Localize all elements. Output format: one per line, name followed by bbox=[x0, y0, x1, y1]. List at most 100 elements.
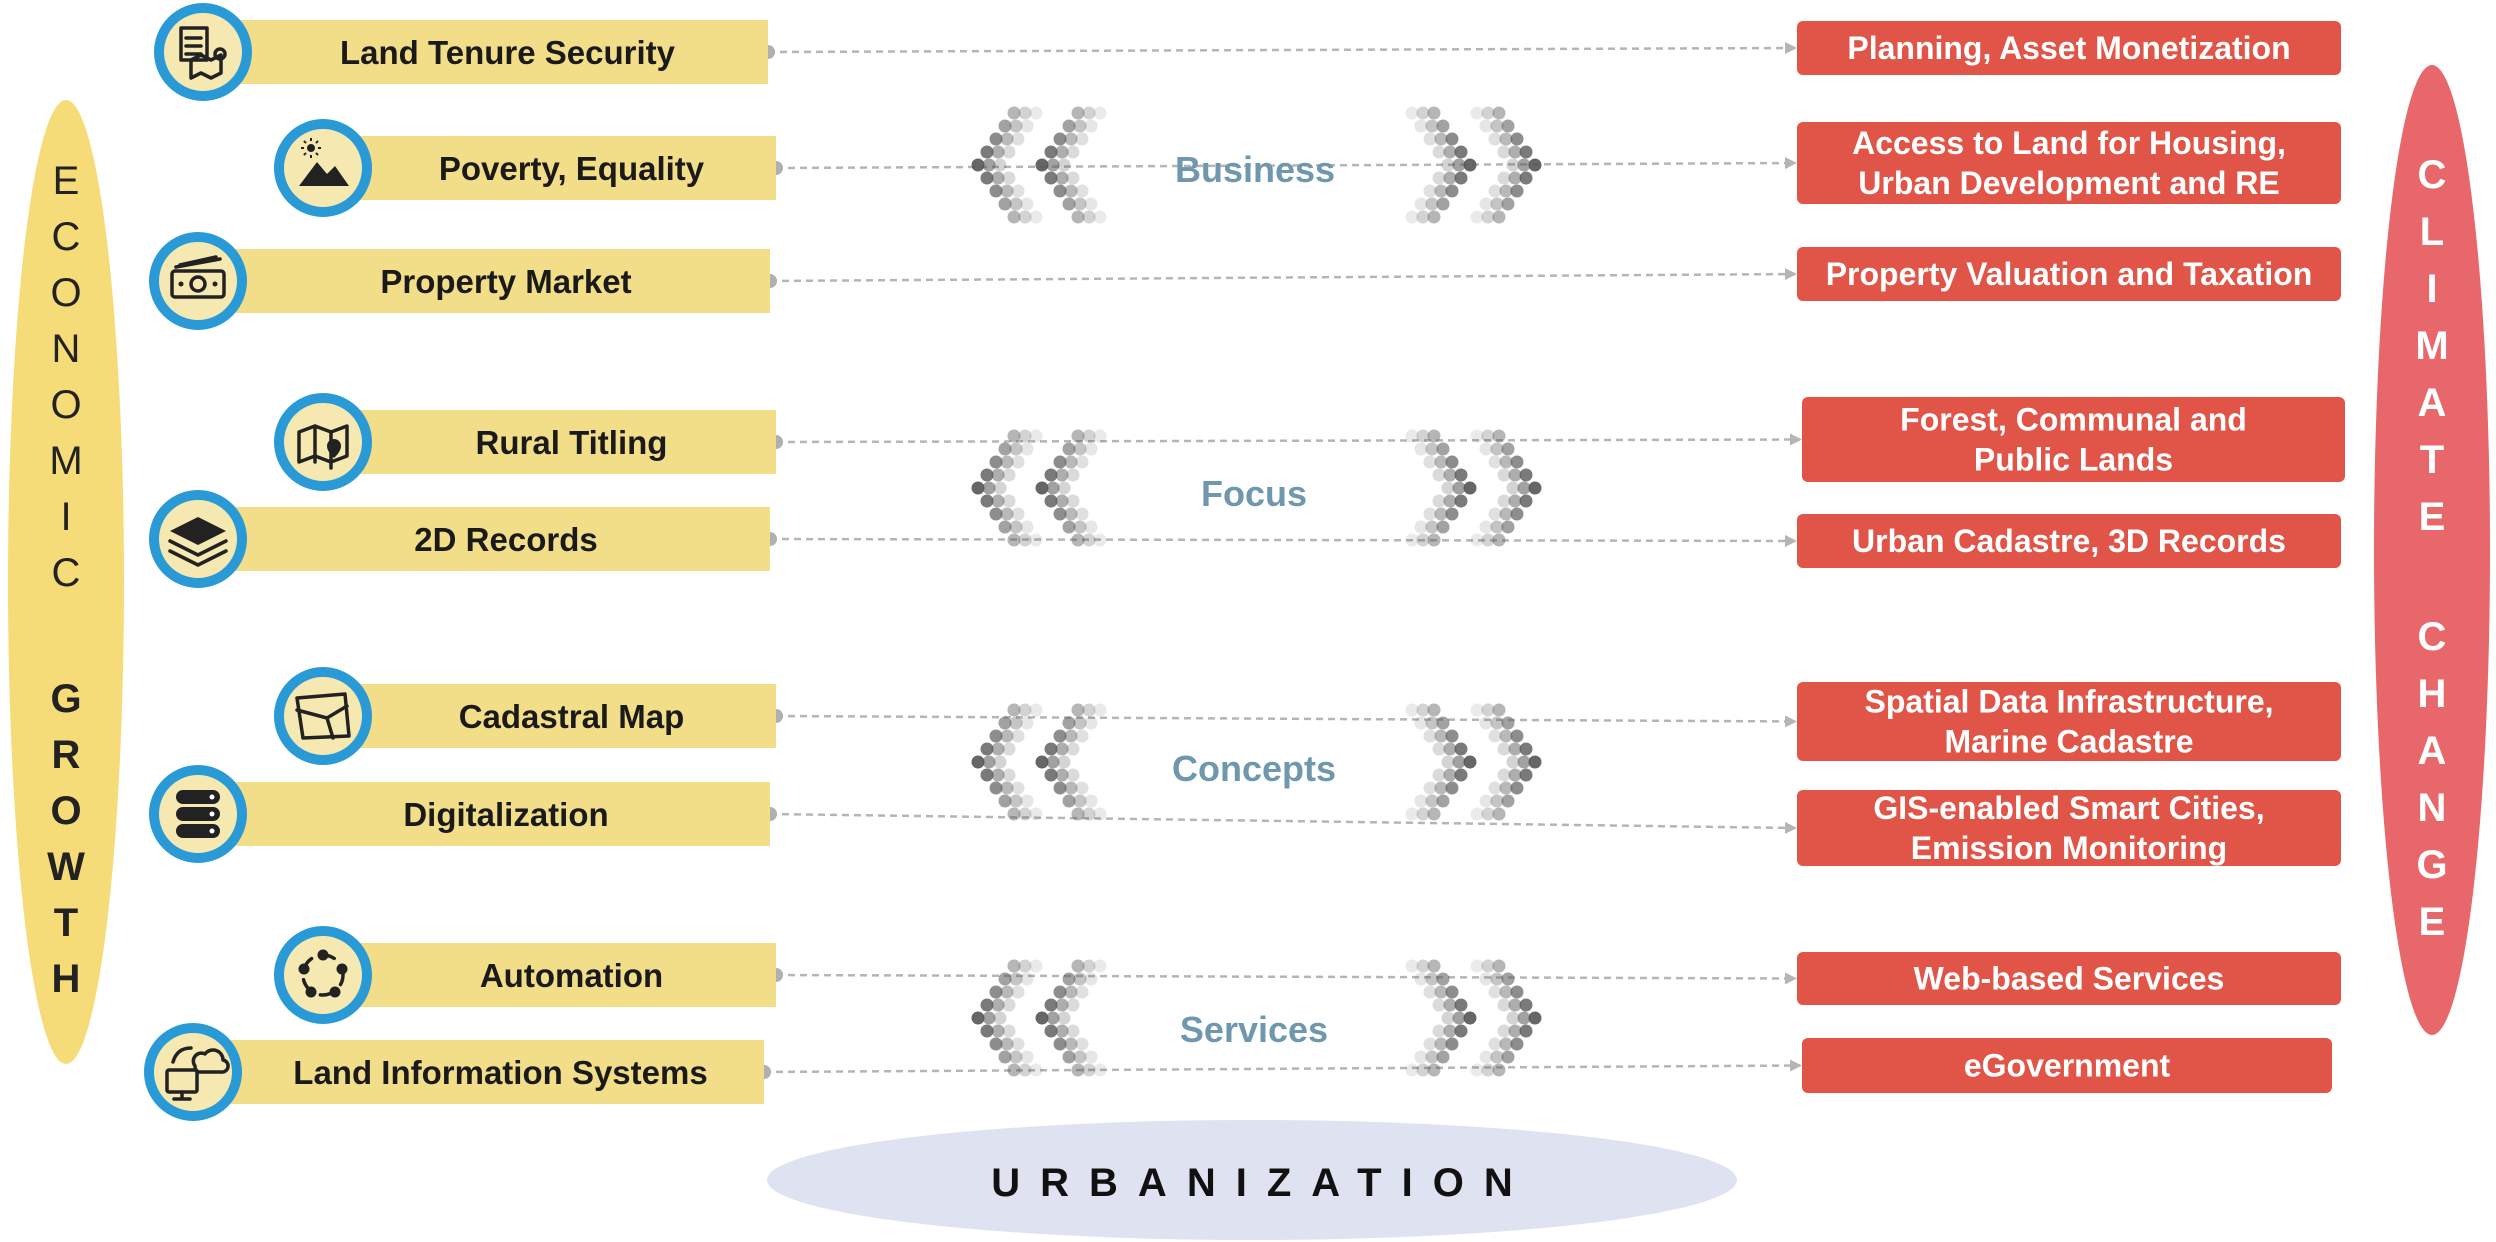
parcel-map-icon bbox=[295, 692, 351, 740]
right-item-box bbox=[1797, 682, 2341, 761]
right-item-8: Web-based Services bbox=[1797, 952, 2341, 1005]
change-letter: C bbox=[2418, 615, 2447, 659]
connector-7 bbox=[763, 807, 1797, 834]
left-item-7: Digitalization bbox=[149, 765, 770, 863]
climate-letter: C bbox=[2418, 153, 2447, 197]
map-pin-icon bbox=[297, 424, 349, 470]
right-chevron-arrows-icon bbox=[1405, 959, 1542, 1077]
left-item-bar bbox=[240, 20, 768, 84]
left-item-label: Poverty, Equality bbox=[439, 150, 705, 187]
right-item-box bbox=[1802, 397, 2345, 482]
left-chevron-arrows-icon bbox=[971, 959, 1107, 1077]
left-chevron-arrows-icon bbox=[971, 429, 1107, 547]
center-label-business: Business bbox=[1175, 149, 1335, 190]
connector-6 bbox=[769, 709, 1797, 728]
center-label-concepts: Concepts bbox=[1172, 748, 1336, 789]
left-item-label: Digitalization bbox=[403, 796, 608, 833]
left-item-bar bbox=[235, 782, 770, 846]
icon-ring bbox=[154, 3, 252, 101]
connector-9 bbox=[757, 1059, 1802, 1079]
right-item-box bbox=[1797, 790, 2341, 866]
chevron-group-2 bbox=[971, 429, 1542, 547]
economic-letter: I bbox=[60, 495, 71, 539]
center-label-focus: Focus bbox=[1201, 473, 1307, 514]
growth-letter: W bbox=[47, 845, 85, 889]
right-item-line: Emission Monitoring bbox=[1911, 830, 2227, 866]
chevron-group-1 bbox=[971, 106, 1542, 224]
right-item-box bbox=[1797, 952, 2341, 1005]
center-label-services: Services bbox=[1180, 1009, 1328, 1050]
right-item-5: Urban Cadastre, 3D Records bbox=[1797, 514, 2341, 568]
left-item-bar bbox=[360, 410, 776, 474]
right-item-line: eGovernment bbox=[1964, 1048, 2171, 1084]
left-item-bar bbox=[230, 1040, 764, 1104]
right-item-6: Spatial Data Infrastructure,Marine Cadas… bbox=[1797, 682, 2341, 761]
right-item-1: Planning, Asset Monetization bbox=[1797, 21, 2341, 75]
growth-letter: H bbox=[52, 957, 81, 1001]
right-chevron-arrows-icon bbox=[1405, 429, 1542, 547]
right-item-line: Planning, Asset Monetization bbox=[1847, 30, 2290, 66]
right-item-line: Web-based Services bbox=[1914, 961, 2225, 997]
economic-letter: N bbox=[52, 327, 81, 371]
chevron-group-3 bbox=[971, 703, 1542, 821]
icon-ring bbox=[274, 119, 372, 217]
right-item-box bbox=[1797, 21, 2341, 75]
computer-cloud-icon bbox=[165, 1046, 230, 1101]
right-item-3: Property Valuation and Taxation bbox=[1797, 247, 2341, 301]
left-item-9: Land Information Systems bbox=[144, 1023, 764, 1121]
left-item-label: Property Market bbox=[380, 263, 631, 300]
growth-letter: G bbox=[50, 677, 81, 721]
right-item-box bbox=[1797, 247, 2341, 301]
economic-letter: O bbox=[50, 271, 81, 315]
left-item-label: Cadastral Map bbox=[459, 698, 685, 735]
right-item-2: Access to Land for Housing,Urban Develop… bbox=[1797, 122, 2341, 204]
change-letter: N bbox=[2418, 786, 2447, 830]
right-item-box bbox=[1797, 122, 2341, 204]
icon-ring bbox=[149, 232, 247, 330]
left-item-3: Property Market bbox=[149, 232, 770, 330]
change-letter: G bbox=[2416, 843, 2447, 887]
climate-letter: E bbox=[2419, 495, 2446, 539]
center-chevrons bbox=[971, 106, 1542, 1077]
left-item-label: 2D Records bbox=[414, 521, 597, 558]
right-item-line: Marine Cadastre bbox=[1945, 724, 2194, 760]
climate-letter: I bbox=[2426, 267, 2437, 311]
mountain-sun-icon bbox=[299, 138, 349, 186]
connector-8 bbox=[769, 968, 1797, 985]
climate-letter: M bbox=[2415, 324, 2448, 368]
icon-ring bbox=[274, 393, 372, 491]
document-map-icon bbox=[179, 26, 227, 80]
right-item-line: Urban Cadastre, 3D Records bbox=[1852, 523, 2286, 559]
left-item-1: Land Tenure Security bbox=[154, 3, 768, 101]
economic-letter: M bbox=[49, 439, 82, 483]
growth-letter: T bbox=[54, 901, 78, 945]
left-chevron-arrows-icon bbox=[971, 703, 1107, 821]
left-item-bar bbox=[360, 943, 776, 1007]
climate-letter: A bbox=[2418, 381, 2447, 425]
economic-letter: E bbox=[53, 159, 80, 203]
right-item-line: Public Lands bbox=[1974, 442, 2173, 478]
layers-icon bbox=[168, 517, 228, 567]
left-item-bar bbox=[360, 684, 776, 748]
left-item-bar bbox=[235, 507, 770, 571]
right-chevron-arrows-icon bbox=[1405, 106, 1542, 224]
left-item-5: 2D Records bbox=[149, 490, 770, 588]
left-item-bar bbox=[235, 249, 770, 313]
growth-letter: R bbox=[52, 733, 81, 777]
economic-letter: O bbox=[50, 383, 81, 427]
connector-1 bbox=[761, 42, 1797, 59]
left-item-label: Land Information Systems bbox=[293, 1054, 707, 1091]
cycle-icon bbox=[298, 949, 348, 998]
database-icon bbox=[176, 790, 220, 838]
center-labels: Business Focus Concepts Services bbox=[1172, 149, 1336, 1050]
change-letter: A bbox=[2418, 729, 2447, 773]
climate-letter: T bbox=[2420, 438, 2444, 482]
connector-5 bbox=[763, 532, 1797, 547]
connector-3 bbox=[763, 268, 1797, 288]
